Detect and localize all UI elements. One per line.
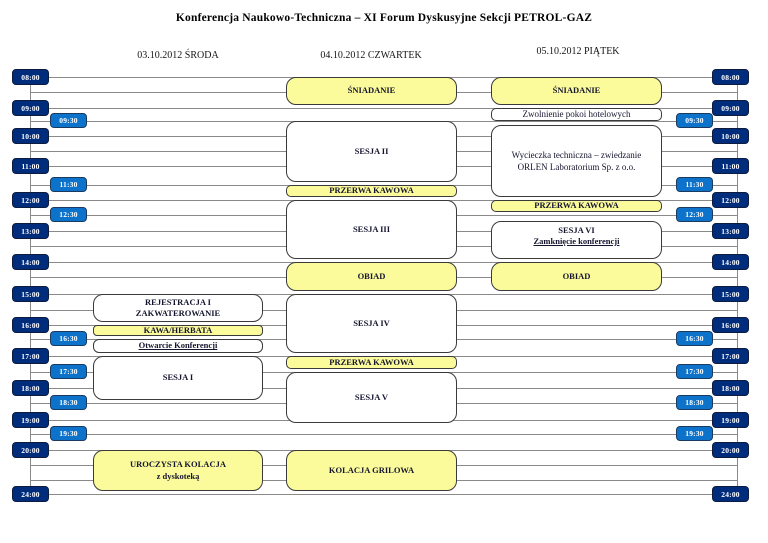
event-label: KOLACJA GRILOWA (328, 464, 415, 475)
time-badge-right: 15:00 (712, 286, 749, 302)
event-label: UROCZYSTA KOLACJA (130, 459, 226, 470)
time-badge-left: 24:00 (12, 486, 49, 502)
event-label: SESJA II (354, 145, 389, 156)
event-label: Otwarcie Konferencji (138, 340, 218, 351)
schedule-event: OBIAD (491, 262, 662, 291)
time-badge-left: 19:00 (12, 412, 49, 428)
event-label: PRZERWA KAWOWA (329, 356, 414, 367)
time-badge-right: 18:00 (712, 380, 749, 396)
schedule-event: KAWA/HERBATA (93, 325, 263, 336)
event-label: SESJA I (162, 372, 194, 383)
time-badge-left: 08:00 (12, 69, 49, 85)
time-badge-right: 11:30 (676, 177, 713, 192)
time-badge-right: 12:00 (712, 192, 749, 208)
time-badge-left: 19:30 (50, 426, 87, 441)
event-label: SESJA V (354, 391, 389, 402)
event-label: PRZERWA KAWOWA (329, 185, 414, 196)
time-badge-right: 18:30 (676, 395, 713, 410)
time-badge-left: 12:30 (50, 207, 87, 222)
schedule-event: PRZERWA KAWOWA (286, 185, 457, 197)
event-label: OBIAD (357, 270, 386, 281)
time-badge-left: 18:00 (12, 380, 49, 396)
time-badge-left: 16:30 (50, 331, 87, 346)
time-badge-right: 16:30 (676, 331, 713, 346)
event-label: SESJA III (352, 223, 391, 234)
time-badge-right: 17:30 (676, 364, 713, 379)
time-badge-left: 17:30 (50, 364, 87, 379)
time-badge-left: 09:30 (50, 113, 87, 128)
time-badge-right: 14:00 (712, 254, 749, 270)
time-badge-right: 19:30 (676, 426, 713, 441)
grid-line-horizontal (30, 494, 737, 495)
time-badge-left: 14:00 (12, 254, 49, 270)
time-badge-right: 20:00 (712, 442, 749, 458)
grid-line-vertical (737, 77, 738, 494)
event-label: SESJA IV (353, 317, 390, 328)
time-badge-left: 17:00 (12, 348, 49, 364)
schedule-event: ŚNIADANIE (286, 77, 457, 105)
time-badge-right: 16:00 (712, 317, 749, 333)
time-badge-left: 13:00 (12, 223, 49, 239)
event-label: Zwolnienie pokoi hotelowych (522, 109, 631, 120)
event-label: ŚNIADANIE (347, 85, 396, 96)
schedule-event: SESJA III (286, 200, 457, 259)
time-badge-right: 11:00 (712, 158, 749, 174)
time-badge-right: 10:00 (712, 128, 749, 144)
schedule-event: ŚNIADANIE (491, 77, 662, 105)
time-badge-left: 16:00 (12, 317, 49, 333)
schedule-event: SESJA I (93, 356, 263, 400)
schedule-event: Otwarcie Konferencji (93, 339, 263, 353)
event-label: OBIAD (562, 270, 591, 281)
time-badge-left: 12:00 (12, 192, 49, 208)
time-badge-right: 19:00 (712, 412, 749, 428)
day-header-thursday: 04.10.2012 CZWARTEK (320, 50, 422, 61)
time-badge-right: 12:30 (676, 207, 713, 222)
time-badge-right: 24:00 (712, 486, 749, 502)
schedule-event: PRZERWA KAWOWA (491, 200, 662, 212)
time-badge-right: 09:00 (712, 100, 749, 116)
schedule-event: Zwolnienie pokoi hotelowych (491, 108, 662, 121)
time-badge-left: 18:30 (50, 395, 87, 410)
schedule-event: SESJA V (286, 372, 457, 423)
page-title: Konferencja Naukowo-Techniczna – XI Foru… (175, 12, 593, 24)
time-badge-right: 17:00 (712, 348, 749, 364)
event-label: PRZERWA KAWOWA (534, 200, 619, 211)
grid-line-horizontal (30, 108, 737, 109)
time-badge-left: 11:30 (50, 177, 87, 192)
event-label: Zamknięcie konferencji (533, 236, 620, 247)
schedule-event: KOLACJA GRILOWA (286, 450, 457, 491)
schedule-event: PRZERWA KAWOWA (286, 356, 457, 369)
schedule-event: OBIAD (286, 262, 457, 291)
day-header-friday: 05.10.2012 PIĄTEK (536, 46, 620, 57)
grid-line-horizontal (30, 434, 737, 435)
event-label: ORLEN Laboratorium Sp. z o.o. (517, 162, 636, 172)
time-badge-left: 15:00 (12, 286, 49, 302)
schedule-event: SESJA II (286, 121, 457, 182)
grid-line-vertical (30, 77, 31, 494)
time-badge-left: 09:00 (12, 100, 49, 116)
day-header-wednesday: 03.10.2012 ŚRODA (137, 50, 219, 61)
event-label: KAWA/HERBATA (143, 324, 213, 335)
time-badge-right: 08:00 (712, 69, 749, 85)
event-label: REJESTRACJA I (145, 296, 211, 307)
event-label: Wycieczka techniczna – zwiedzanie (511, 149, 642, 160)
event-label: SESJA VI (558, 225, 595, 235)
time-badge-right: 09:30 (676, 113, 713, 128)
event-label: ŚNIADANIE (552, 85, 601, 96)
event-label: z dyskoteką (156, 470, 200, 481)
time-badge-right: 13:00 (712, 223, 749, 239)
time-badge-left: 20:00 (12, 442, 49, 458)
time-badge-left: 10:00 (12, 128, 49, 144)
time-badge-left: 11:00 (12, 158, 49, 174)
event-label: ZAKWATEROWANIE (135, 308, 221, 318)
schedule-event: SESJA IV (286, 294, 457, 353)
